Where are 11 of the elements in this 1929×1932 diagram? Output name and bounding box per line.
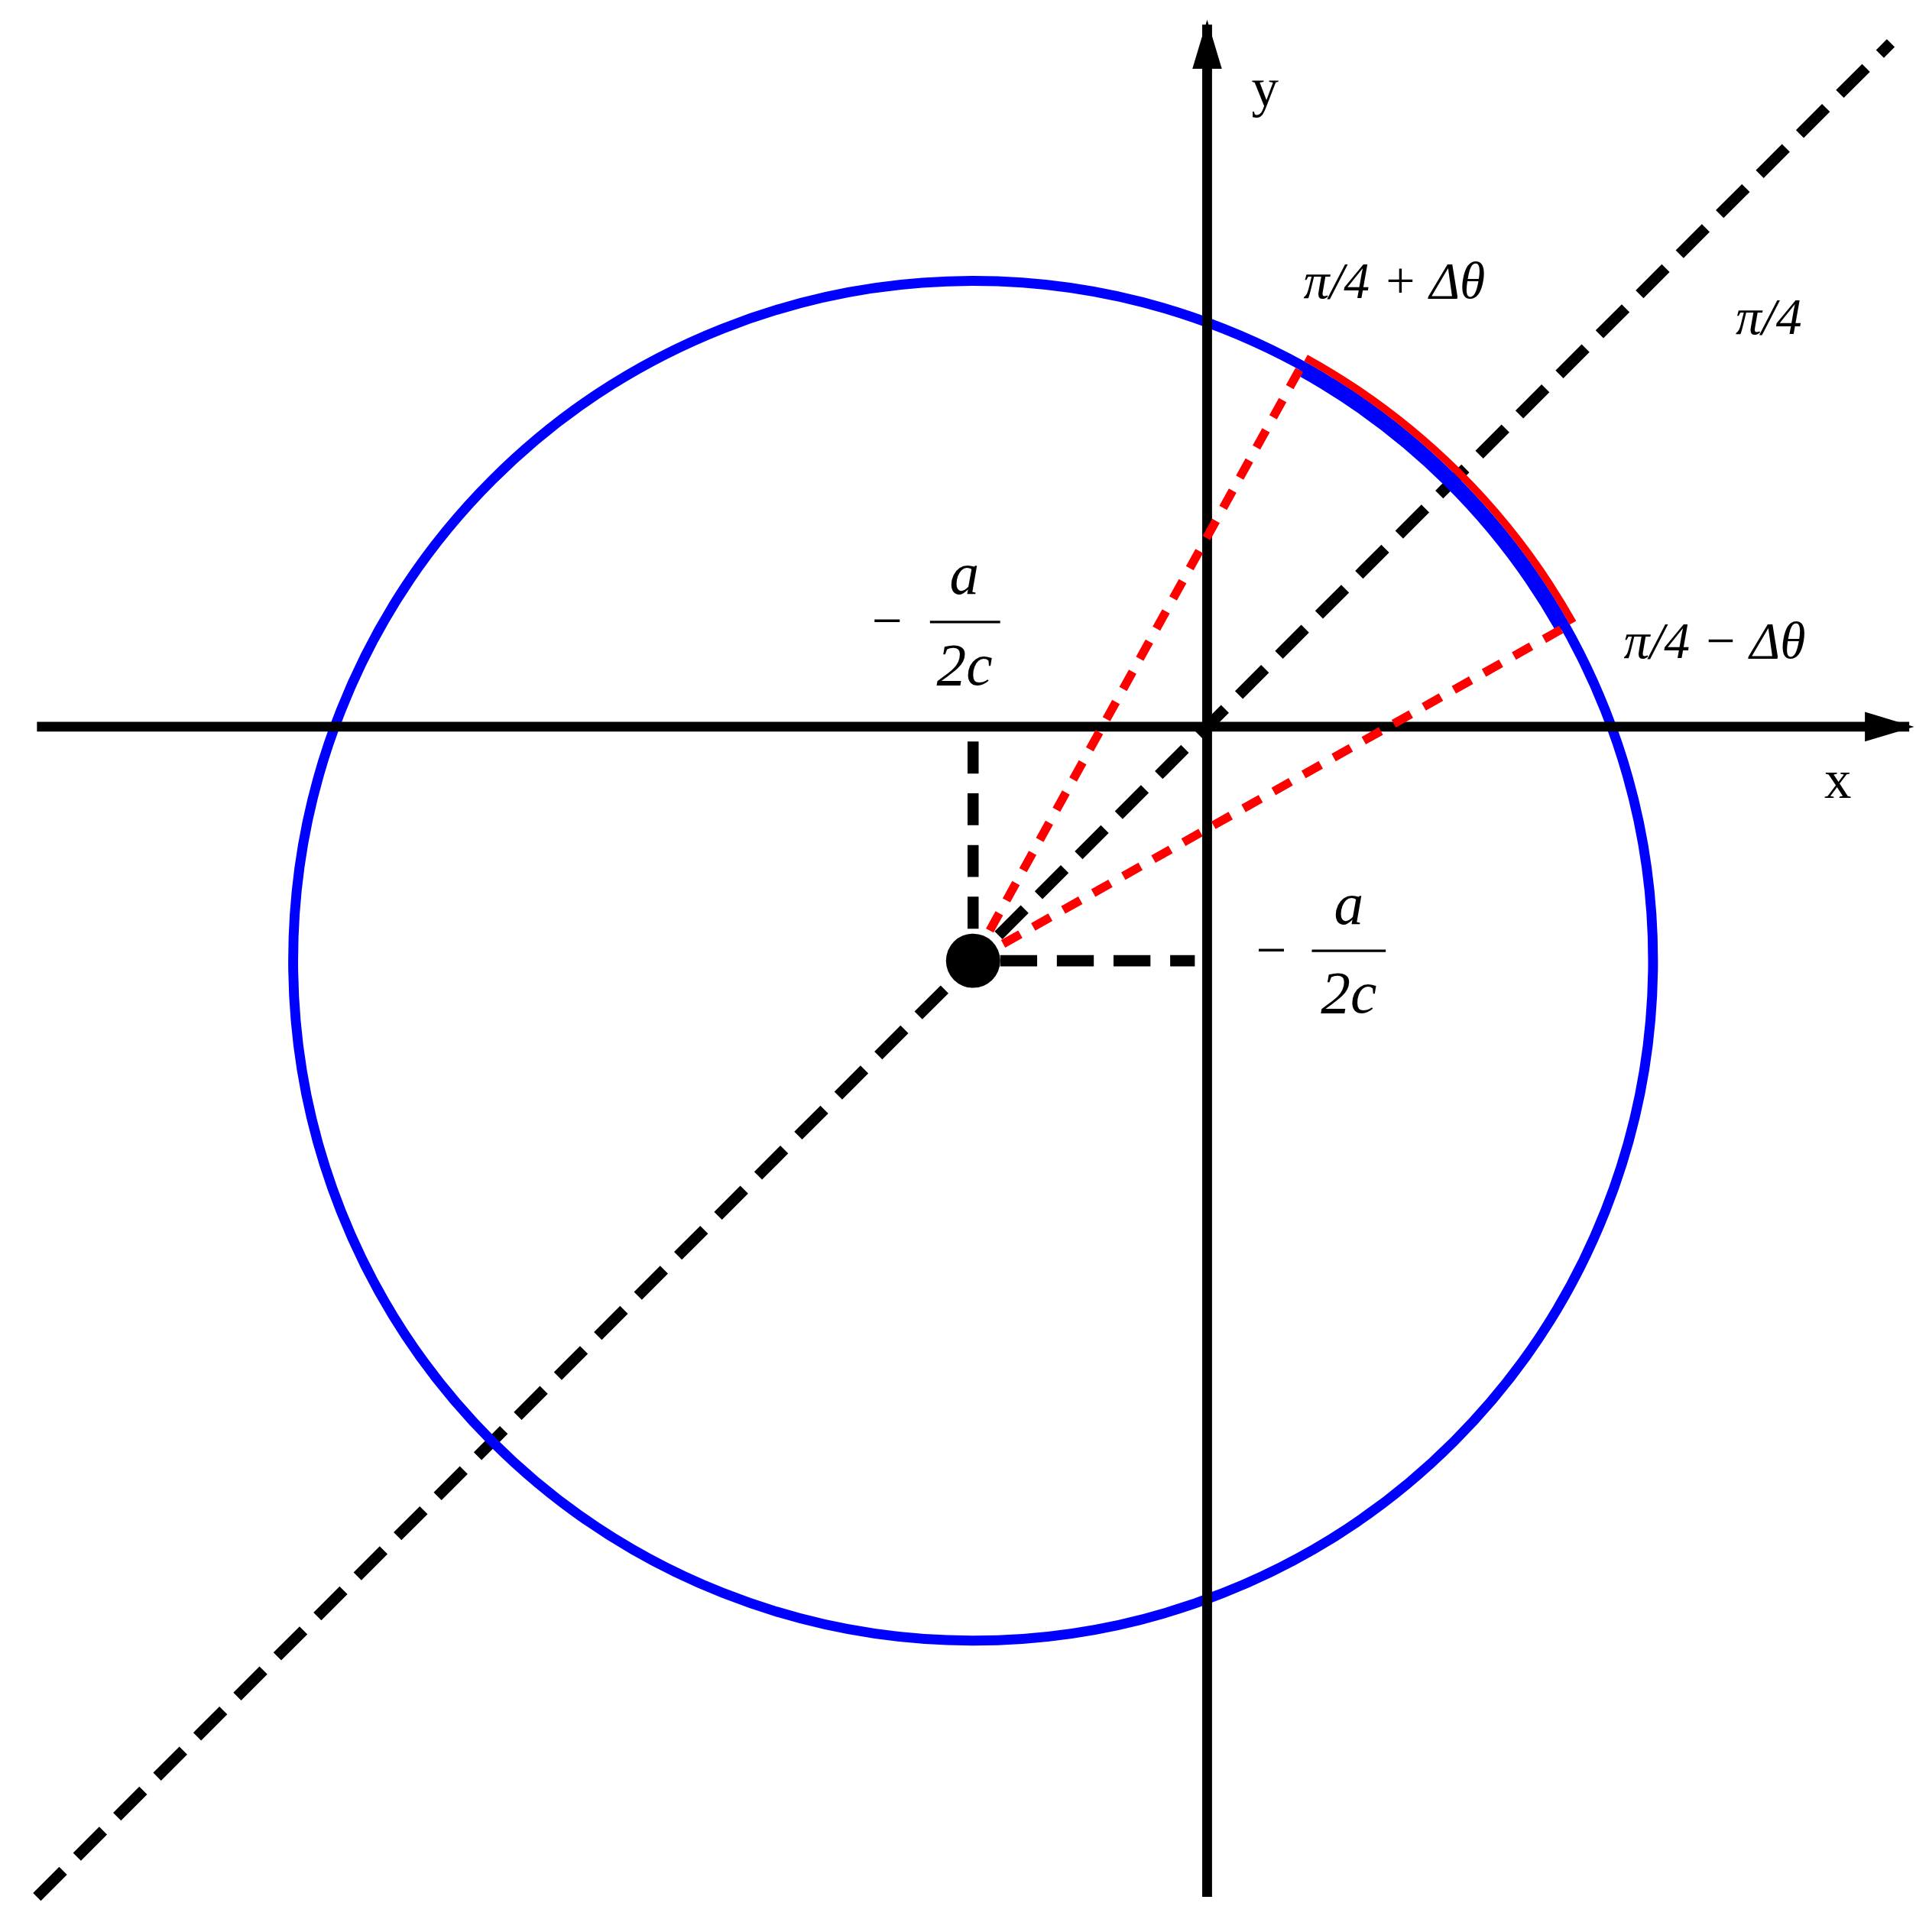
fraction-numerator: a xyxy=(1334,874,1364,934)
axis-label: x xyxy=(1824,754,1852,809)
axis-label: y xyxy=(1251,61,1279,116)
minus-sign: − xyxy=(871,595,903,650)
fraction-denominator: 2c xyxy=(1321,963,1377,1023)
minus-sign: − xyxy=(1256,923,1287,978)
angle-label: π/4 + Δθ xyxy=(1303,254,1486,307)
fraction-denominator: 2c xyxy=(936,635,993,695)
angle-label: π/4 − Δθ xyxy=(1623,614,1806,666)
angle-label: π/4 xyxy=(1736,290,1802,343)
fraction-numerator: a xyxy=(949,544,980,604)
